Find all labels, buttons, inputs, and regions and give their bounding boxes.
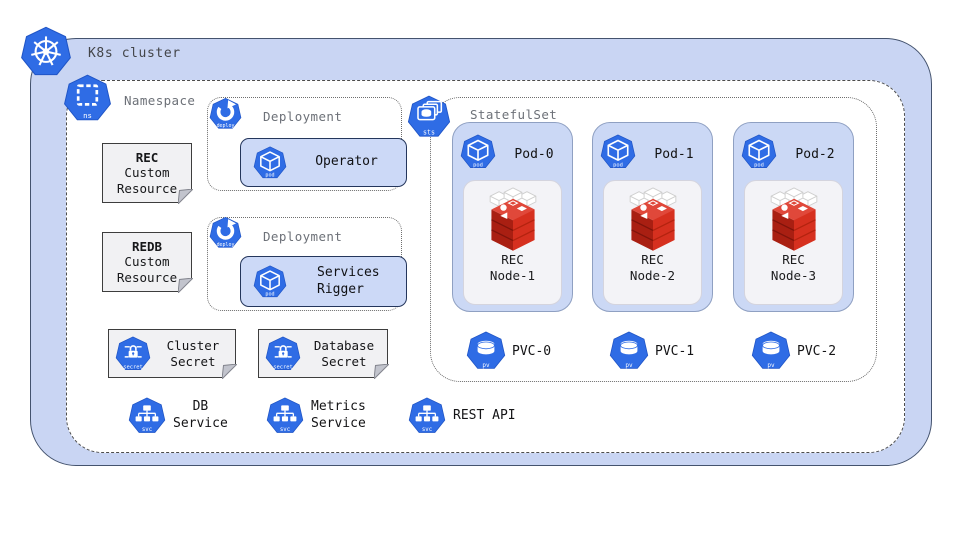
redb-custom-resource: REDB Custom Resource: [102, 232, 193, 293]
deployment-icon: deploy: [209, 216, 242, 250]
kubernetes-icon: [20, 25, 72, 79]
redis-icon: [489, 187, 536, 252]
pod-name: Pod-0: [514, 147, 554, 162]
pod-icon: pod: [741, 133, 777, 171]
pvc-label: PVC-2: [797, 343, 837, 359]
pod-0: pod Pod-0 REC Node-1: [452, 122, 573, 312]
pod-icon: pod: [460, 133, 496, 171]
operator-box: pod Operator: [240, 138, 407, 187]
svg-text:pv: pv: [482, 362, 490, 369]
services-rigger-label-line1: Services: [317, 264, 380, 280]
svg-text:secret: secret: [123, 364, 142, 370]
pv-icon: pv: [466, 330, 506, 372]
svg-text:pv: pv: [767, 362, 775, 369]
pod-name: Pod-2: [795, 147, 835, 162]
rec-custom-resource: REC Custom Resource: [102, 143, 193, 204]
metrics-service: svc Metrics Service: [266, 396, 366, 436]
rec-node-box: REC Node-3: [744, 180, 843, 305]
database-secret-line1: Database: [313, 337, 375, 353]
svg-text:sts: sts: [423, 129, 435, 137]
service-icon: svc: [408, 396, 446, 436]
namespace-label: Namespace: [124, 93, 196, 108]
svg-text:pod: pod: [473, 162, 483, 168]
pvc-1: pv PVC-1: [609, 330, 694, 372]
svg-text:ns: ns: [83, 111, 92, 120]
pvc-0: pv PVC-0: [466, 330, 551, 372]
node-line1: REC: [641, 252, 664, 267]
rest-api-service: svc REST API: [408, 396, 516, 436]
service-icon: svc: [128, 396, 166, 436]
services-rigger-box: pod Services Rigger: [240, 256, 407, 307]
pod-icon: pod: [600, 133, 636, 171]
redb-title: REDB: [131, 238, 163, 254]
cluster-secret-line2: Secret: [170, 353, 216, 369]
statefulset-icon: sts: [407, 94, 451, 140]
pod-1: pod Pod-1 REC Node-2: [592, 122, 713, 312]
secret-icon: secret: [265, 335, 301, 373]
folded-corner: [177, 277, 193, 293]
node-line2: Node-3: [770, 268, 817, 284]
svg-text:pod: pod: [754, 162, 764, 168]
cluster-secret: secret Cluster Secret: [108, 329, 237, 379]
svg-text:pod: pod: [613, 162, 623, 168]
svg-text:svc: svc: [280, 427, 290, 433]
db-service: svc DB Service: [128, 396, 228, 436]
svg-text:deploy: deploy: [217, 242, 235, 248]
rec-title: REC: [135, 149, 159, 165]
rec-line2: Resource: [116, 180, 178, 196]
pod-icon: pod: [253, 145, 287, 181]
pv-icon: pv: [609, 330, 649, 372]
redis-icon: [629, 187, 676, 252]
pod-icon: pod: [253, 264, 287, 300]
node-line2: Node-2: [629, 268, 676, 284]
rec-node-box: REC Node-1: [463, 180, 562, 305]
operator-label: Operator: [315, 154, 378, 170]
rec-node-box: REC Node-2: [603, 180, 702, 305]
node-line1: REC: [501, 252, 524, 267]
svg-text:secret: secret: [273, 364, 292, 370]
cluster-secret-line1: Cluster: [166, 337, 220, 353]
pvc-label: PVC-0: [512, 343, 552, 359]
pv-icon: pv: [751, 330, 791, 372]
pvc-label: PVC-1: [655, 343, 695, 359]
deployment-label: Deployment: [263, 109, 343, 124]
pod-name: Pod-1: [654, 147, 694, 162]
statefulset-label: StatefulSet: [470, 107, 558, 122]
deployment-icon: deploy: [209, 97, 242, 131]
folded-corner: [177, 188, 193, 204]
namespace-icon: ns: [63, 73, 112, 124]
rec-line1: Custom: [124, 165, 170, 181]
svg-text:pod: pod: [265, 172, 274, 178]
folded-corner: [221, 363, 237, 379]
svg-text:svc: svc: [422, 427, 432, 433]
redb-line1: Custom: [124, 254, 170, 270]
deployment-label: Deployment: [263, 229, 343, 244]
metrics-service-line2: Service: [311, 416, 366, 431]
redis-icon: [770, 187, 817, 252]
node-line1: REC: [782, 252, 805, 267]
cluster-label: K8s cluster: [88, 46, 181, 61]
node-line2: Node-1: [489, 268, 536, 284]
pod-2: pod Pod-2 REC Node-3: [733, 122, 854, 312]
folded-corner: [373, 363, 389, 379]
service-icon: svc: [266, 396, 304, 436]
svg-text:svc: svc: [142, 427, 152, 433]
svg-text:pv: pv: [625, 362, 633, 369]
database-secret-line2: Secret: [321, 353, 367, 369]
db-service-line2: Service: [173, 416, 228, 431]
svg-text:deploy: deploy: [217, 123, 235, 129]
pvc-2: pv PVC-2: [751, 330, 836, 372]
secret-icon: secret: [115, 335, 151, 373]
rest-api-label: REST API: [453, 407, 516, 423]
metrics-service-line1: Metrics: [311, 399, 366, 415]
services-rigger-label-line2: Rigger: [317, 281, 364, 297]
svg-text:pod: pod: [265, 291, 274, 297]
database-secret: secret Database Secret: [258, 329, 389, 379]
redb-line2: Resource: [116, 269, 178, 285]
db-service-line1: DB: [192, 399, 209, 415]
